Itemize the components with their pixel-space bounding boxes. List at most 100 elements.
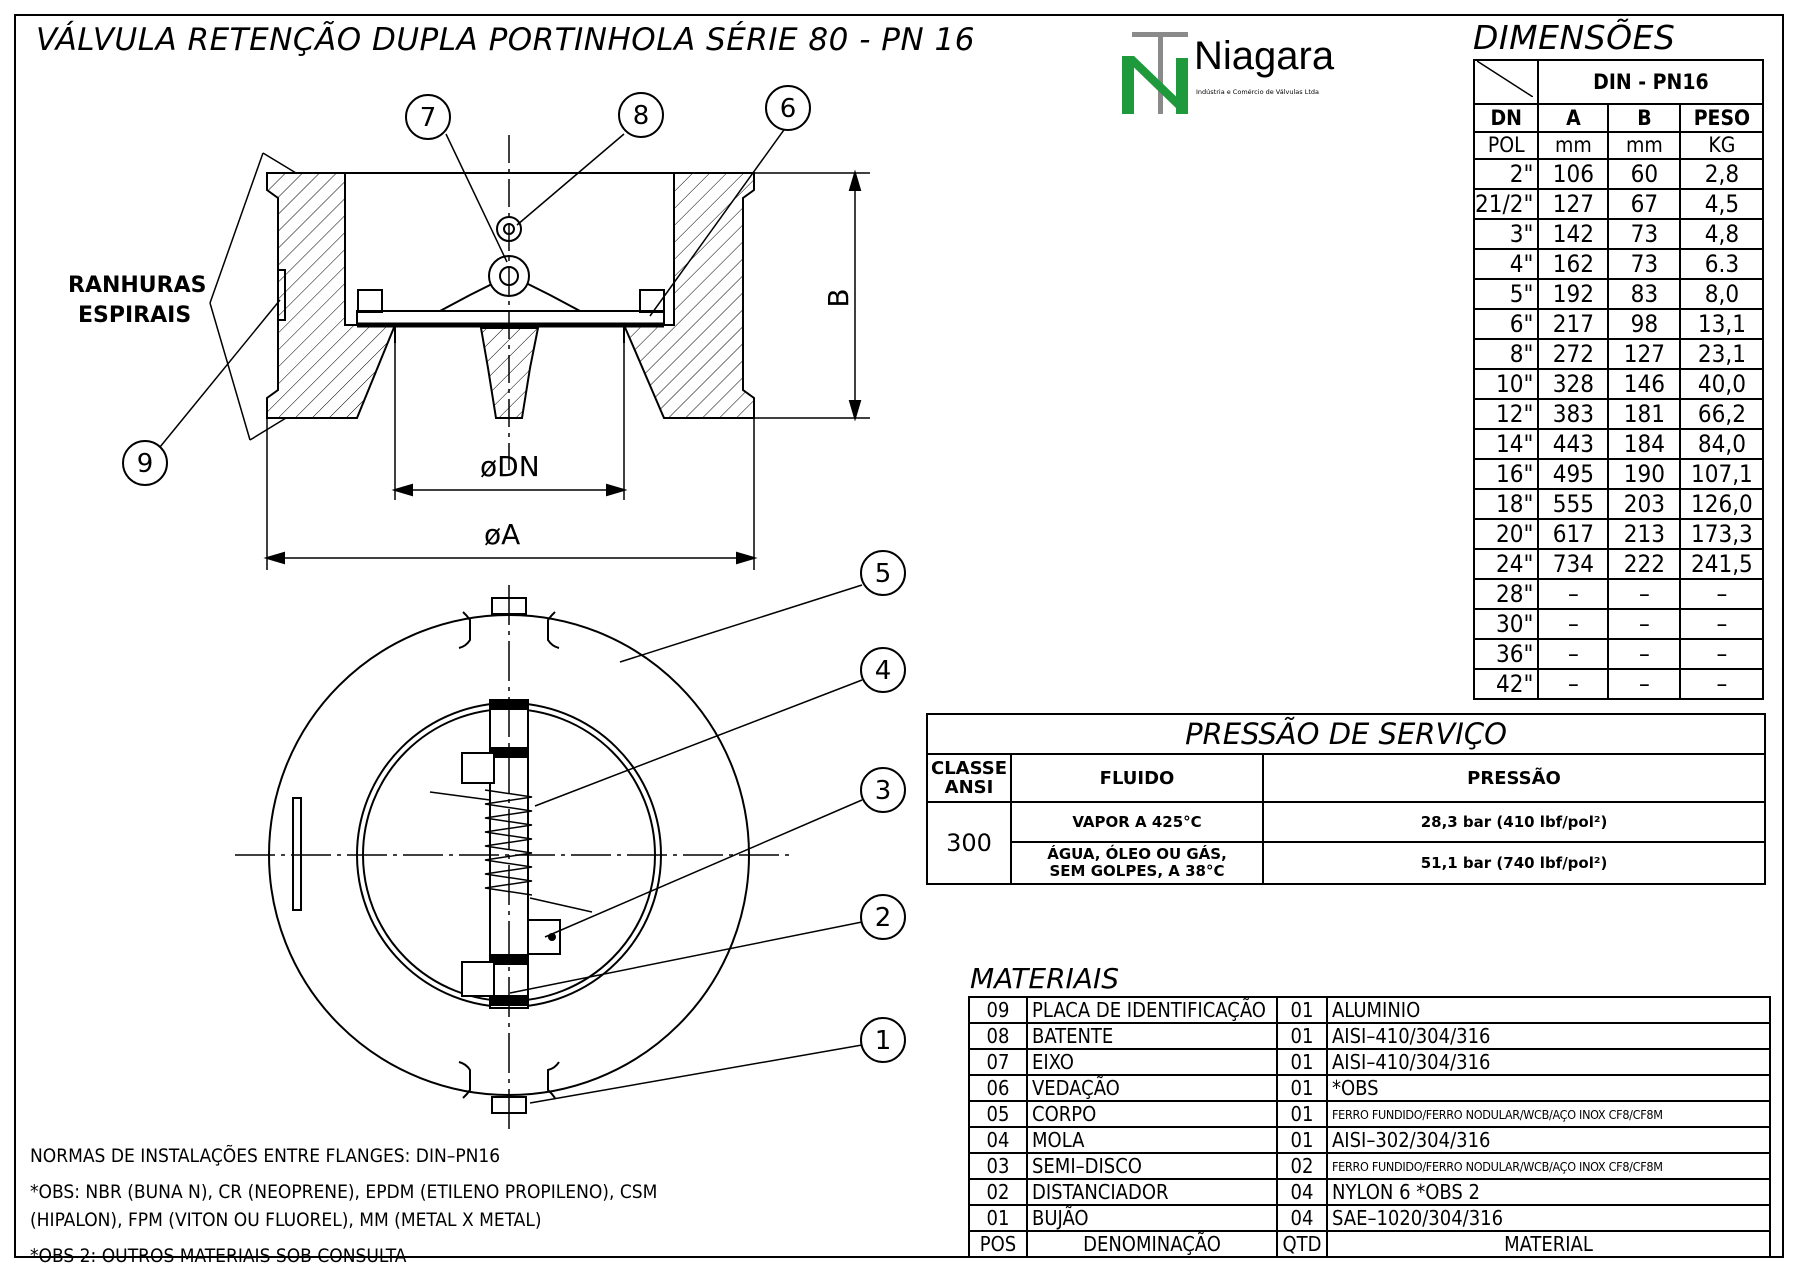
a-cell: 162 bbox=[1537, 248, 1610, 280]
balloon-4 bbox=[860, 647, 906, 693]
a-cell: – bbox=[1537, 578, 1610, 610]
peso-cell: 66,2 bbox=[1679, 398, 1765, 430]
material-den-cell: BUJÃO bbox=[1026, 1204, 1278, 1232]
brand-logo: Niagara Indústria e Comércio de Válvulas… bbox=[1118, 28, 1358, 118]
peso-cell: – bbox=[1679, 668, 1765, 700]
niagara-logo-icon bbox=[1122, 32, 1188, 114]
peso-cell: 107,1 bbox=[1679, 458, 1765, 490]
dimension-row: 28"––– bbox=[1472, 578, 1765, 610]
b-cell: 181 bbox=[1607, 398, 1682, 430]
material-den-cell: SEMI–DISCO bbox=[1026, 1152, 1278, 1180]
footer-pos: POS bbox=[968, 1230, 1028, 1258]
b-cell: 60 bbox=[1607, 158, 1682, 190]
peso-cell: 40,0 bbox=[1679, 368, 1765, 400]
note-line: *OBS: NBR (BUNA N), CR (NEOPRENE), EPDM … bbox=[30, 1181, 658, 1203]
b-cell: – bbox=[1607, 638, 1682, 670]
materials-title: MATERIAIS bbox=[970, 962, 1119, 995]
balloon-1-label: 1 bbox=[875, 1026, 892, 1056]
balloon-8 bbox=[618, 92, 664, 138]
col-header-peso: PESO bbox=[1679, 103, 1765, 133]
header-classe-ansi: CLASSE ANSI bbox=[928, 755, 1012, 803]
a-cell: 192 bbox=[1537, 278, 1610, 310]
dn-cell: 21/2" bbox=[1472, 188, 1540, 220]
balloon-7 bbox=[405, 94, 451, 140]
peso-cell: 84,0 bbox=[1679, 428, 1765, 460]
pressao-row-1: 28,3 bar (410 lbf/pol²) bbox=[1264, 803, 1764, 843]
material-mat-cell: ALUMINIO bbox=[1326, 996, 1771, 1024]
dim-a-label: øA bbox=[484, 518, 520, 551]
balloon-2-label: 2 bbox=[875, 903, 892, 933]
a-cell: – bbox=[1537, 608, 1610, 640]
footer-qtd: QTD bbox=[1276, 1230, 1328, 1258]
material-qtd-cell: 04 bbox=[1276, 1178, 1328, 1206]
b-cell: – bbox=[1607, 578, 1682, 610]
unit-a: mm bbox=[1537, 130, 1610, 160]
drawing-title: VÁLVULA RETENÇÃO DUPLA PORTINHOLA SÉRIE … bbox=[36, 22, 975, 58]
dn-cell: 20" bbox=[1472, 518, 1540, 550]
b-cell: 83 bbox=[1607, 278, 1682, 310]
dim-b-label: B bbox=[822, 288, 855, 307]
dn-cell: 8" bbox=[1472, 338, 1540, 370]
b-cell: 222 bbox=[1607, 548, 1682, 580]
col-header-dn: DN bbox=[1472, 103, 1540, 133]
pressure-table: PRESSÃO DE SERVIÇO CLASSE ANSI FLUIDO PR… bbox=[926, 713, 1766, 885]
standard-header: DIN - PN16 bbox=[1537, 59, 1765, 105]
a-cell: – bbox=[1537, 668, 1610, 700]
footer-mat: MATERIAL bbox=[1326, 1230, 1771, 1258]
material-pos-cell: 07 bbox=[968, 1048, 1028, 1076]
material-qtd-cell: 01 bbox=[1276, 1048, 1328, 1076]
installation-notes: NORMAS DE INSTALAÇÕES ENTRE FLANGES: DIN… bbox=[30, 1143, 657, 1271]
a-cell: 217 bbox=[1537, 308, 1610, 340]
balloon-3-label: 3 bbox=[875, 776, 892, 806]
material-mat-cell: AISI–410/304/316 bbox=[1326, 1048, 1771, 1076]
a-cell: 142 bbox=[1537, 218, 1610, 250]
diagonal-header-cell bbox=[1472, 59, 1540, 105]
material-pos-cell: 01 bbox=[968, 1204, 1028, 1232]
b-cell: 213 bbox=[1607, 518, 1682, 550]
dimension-row: 30"––– bbox=[1472, 608, 1765, 640]
a-cell: 106 bbox=[1537, 158, 1610, 190]
balloon-9-label: 9 bbox=[137, 449, 154, 479]
a-cell: 555 bbox=[1537, 488, 1610, 520]
balloons bbox=[122, 85, 906, 1063]
peso-cell: 241,5 bbox=[1679, 548, 1765, 580]
peso-cell: 4,5 bbox=[1679, 188, 1765, 220]
footer-den: DENOMINAÇÃO bbox=[1026, 1230, 1278, 1258]
balloon-3 bbox=[860, 767, 906, 813]
brand-subtitle: Indústria e Comércio de Válvulas Ltda bbox=[1196, 88, 1320, 96]
dim-dn-label: øDN bbox=[480, 450, 540, 483]
peso-cell: 13,1 bbox=[1679, 308, 1765, 340]
dn-cell: 14" bbox=[1472, 428, 1540, 460]
dn-cell: 30" bbox=[1472, 608, 1540, 640]
dn-cell: 5" bbox=[1472, 278, 1540, 310]
balloon-4-label: 4 bbox=[875, 656, 892, 686]
material-qtd-cell: 01 bbox=[1276, 1022, 1328, 1050]
unit-peso: KG bbox=[1679, 130, 1765, 160]
material-pos-cell: 03 bbox=[968, 1152, 1028, 1180]
fluido-row-1: VAPOR A 425°C bbox=[1012, 803, 1264, 843]
peso-cell: 2,8 bbox=[1679, 158, 1765, 190]
material-den-cell: VEDAÇÃO bbox=[1026, 1074, 1278, 1102]
peso-cell: 173,3 bbox=[1679, 518, 1765, 550]
dn-cell: 6" bbox=[1472, 308, 1540, 340]
pressao-row-2: 51,1 bar (740 lbf/pol²) bbox=[1420, 853, 1608, 872]
material-den-cell: DISTANCIADOR bbox=[1026, 1178, 1278, 1206]
a-cell: 443 bbox=[1537, 428, 1610, 460]
b-cell: – bbox=[1607, 668, 1682, 700]
material-qtd-cell: 01 bbox=[1276, 1074, 1328, 1102]
material-pos-cell: 02 bbox=[968, 1178, 1028, 1206]
material-den-cell: EIXO bbox=[1026, 1048, 1278, 1076]
